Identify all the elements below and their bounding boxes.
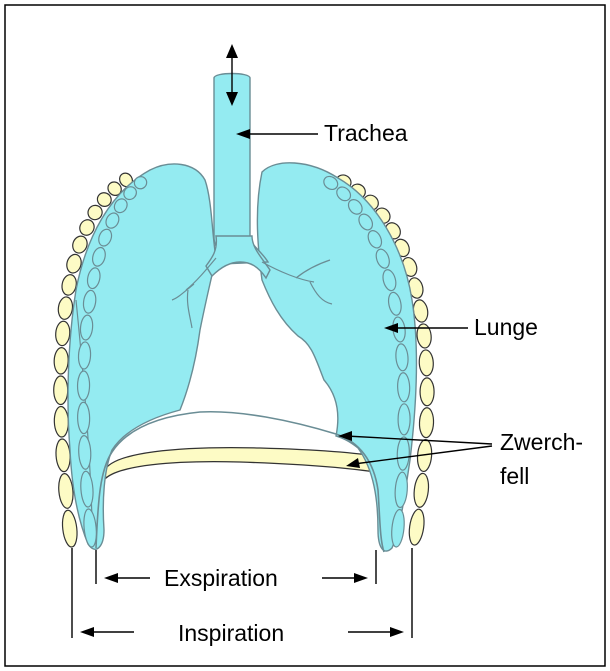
inner-rib-segment: [397, 373, 410, 402]
label-zwerchfell-2: fell: [500, 463, 529, 489]
label-inspiration: Inspiration: [178, 620, 284, 646]
inner-rib-segment: [398, 404, 410, 435]
label-lunge: Lunge: [474, 314, 538, 340]
label-exspiration: Exspiration: [164, 565, 278, 591]
rib-segment: [54, 347, 69, 374]
rib-segment: [54, 376, 68, 405]
rib-segment: [420, 378, 434, 406]
inner-rib-segment: [77, 371, 89, 400]
label-zwerchfell-1: Zwerch-: [500, 429, 583, 455]
inner-rib-segment: [77, 402, 90, 434]
label-trachea: Trachea: [324, 120, 408, 146]
